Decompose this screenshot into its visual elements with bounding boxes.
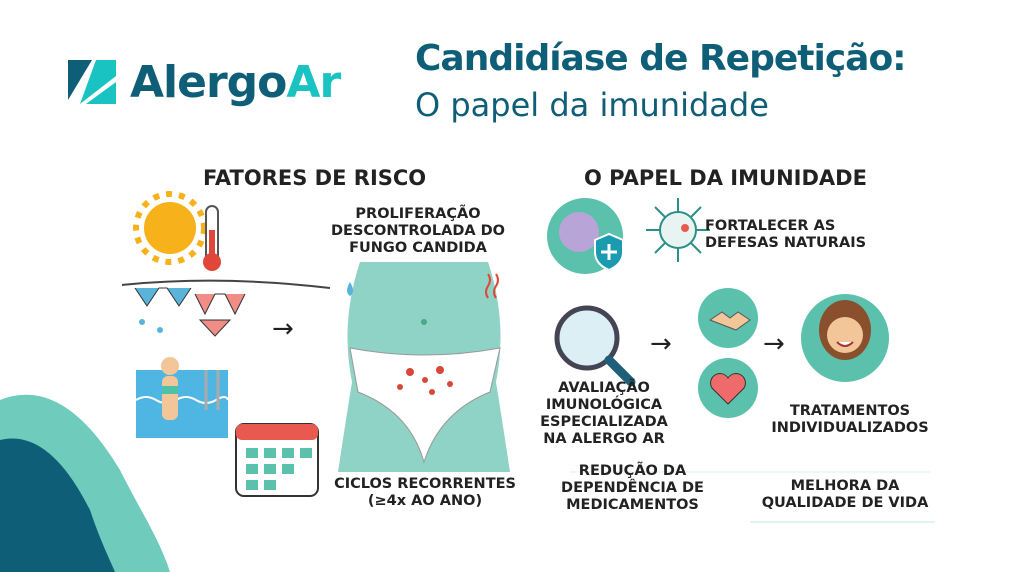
immunity-heading: O PAPEL DA IMUNIDADE	[584, 166, 867, 190]
magnifier-icon	[554, 305, 636, 387]
swimsuit-clothesline-icon	[121, 279, 330, 337]
cycles-label: CICLOS RECORRENTES (≥4x AO ANO)	[334, 476, 516, 509]
pool-icon	[135, 357, 229, 438]
handshake-icon	[698, 288, 758, 348]
thermometer-icon	[203, 205, 221, 271]
torso-illustration	[338, 262, 510, 472]
strengthen-label: FORTALECER AS DEFESAS NATURAIS	[705, 218, 867, 251]
arrow-icon: →	[272, 314, 294, 344]
treatments-label: TRATAMENTOS INDIVIDUALIZADOS	[771, 403, 929, 436]
reduction-label: REDUÇÃO DA DEPENDÊNCIA DE MEDICAMENTOS	[561, 463, 704, 513]
svg-text:→: →	[650, 329, 672, 359]
sun-icon	[133, 191, 207, 265]
brand-name: AlergoAr	[130, 56, 341, 108]
quality-label: MELHORA DA QUALIDADE DE VIDA	[761, 478, 929, 511]
page-subtitle: O papel da imunidade	[415, 86, 769, 124]
immune-cell-shield-icon	[547, 198, 624, 274]
evaluation-label: AVALIAÇÃO IMUNOLÓGICA ESPECIALIZADA NA A…	[540, 380, 668, 447]
calendar-icon	[235, 423, 319, 497]
svg-text:→: →	[763, 329, 785, 359]
risk-heading: FATORES DE RISCO	[203, 166, 427, 190]
heart-icon	[698, 358, 758, 418]
page-title: Candidíase de Repetição:	[415, 38, 907, 79]
heat-icon	[485, 273, 499, 299]
immunity-illustration: → →	[547, 198, 889, 418]
droplet-icon	[347, 282, 353, 296]
virus-icon	[646, 198, 710, 262]
proliferation-label: PROLIFERAÇÃO DESCONTROLADA DO FUNGO CAND…	[331, 206, 505, 256]
risk-factors-illustration	[121, 191, 330, 497]
brand-logo: AlergoAr	[66, 56, 341, 108]
logo-icon	[68, 60, 116, 104]
happy-woman-avatar	[801, 294, 889, 382]
